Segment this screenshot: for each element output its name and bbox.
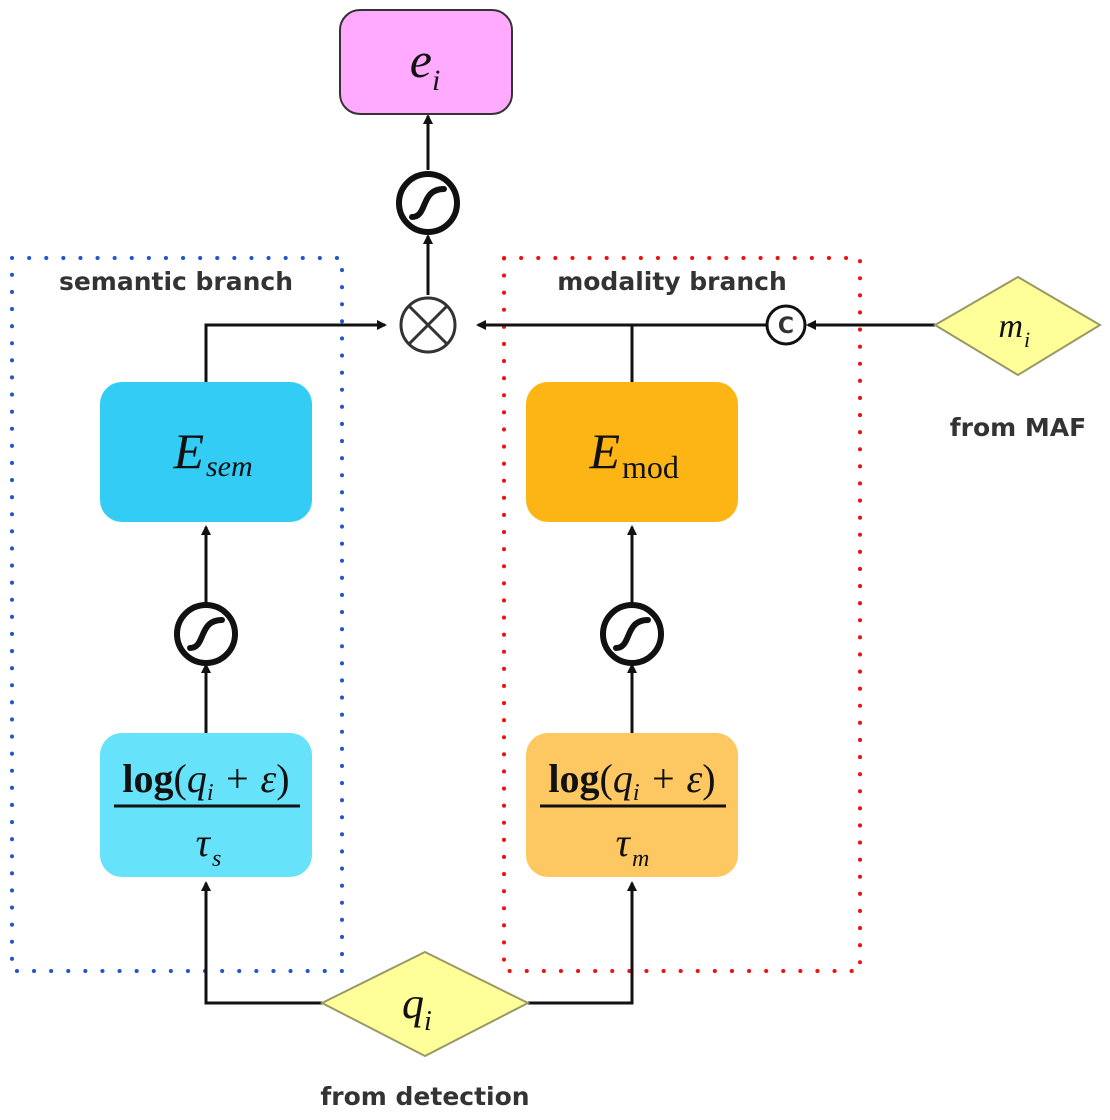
q-input-diamond: q i — [319, 950, 531, 1058]
multiply-icon — [399, 296, 457, 354]
sigmoid-icon — [174, 602, 238, 666]
modality-norm-numerator: log(qi + ε) — [548, 756, 715, 806]
output-symbol: e — [410, 32, 432, 88]
modality-branch-box — [502, 256, 862, 973]
q-input-caption: from detection — [320, 1082, 529, 1111]
concat-symbol: C — [778, 314, 794, 339]
m-subscript: i — [1024, 327, 1030, 352]
output-node-ei: e i — [339, 9, 513, 115]
output-subscript: i — [432, 64, 440, 97]
semantic-norm-node: log(qi + ε) τ s — [100, 733, 312, 877]
arrow-esem-to-multiply — [204, 320, 387, 382]
sigmoid-icon — [600, 602, 664, 666]
esem-subscript: sem — [206, 450, 253, 483]
modality-norm-node: log(qi + ε) τ m — [526, 733, 738, 877]
sigmoid-icon — [396, 171, 460, 235]
modality-norm-denominator: τ — [616, 820, 632, 865]
arrow-q-to-semantic-norm — [201, 881, 322, 1005]
q-symbol: q — [402, 979, 424, 1028]
semantic-norm-denominator: τ — [196, 820, 212, 865]
esem-node: E sem — [100, 382, 312, 522]
arrow-q-to-modality-norm — [528, 881, 637, 1005]
modality-branch-title: modality branch — [557, 267, 787, 296]
concat-icon: C — [765, 304, 807, 346]
semantic-branch-title: semantic branch — [59, 267, 293, 296]
semantic-norm-numerator: log(qi + ε) — [122, 756, 289, 806]
emod-symbol: E — [588, 423, 620, 479]
m-input-diamond: m i — [933, 275, 1102, 377]
esem-symbol: E — [172, 423, 204, 479]
modality-norm-denominator-sub: m — [632, 846, 649, 872]
semantic-norm-denominator-sub: s — [212, 846, 221, 872]
emod-subscript: mod — [622, 449, 679, 485]
m-input-caption: from MAF — [950, 413, 1086, 442]
emod-node: E mod — [526, 382, 738, 522]
m-symbol: m — [998, 308, 1023, 345]
connectors — [201, 114, 935, 1005]
q-subscript: i — [424, 1006, 432, 1037]
